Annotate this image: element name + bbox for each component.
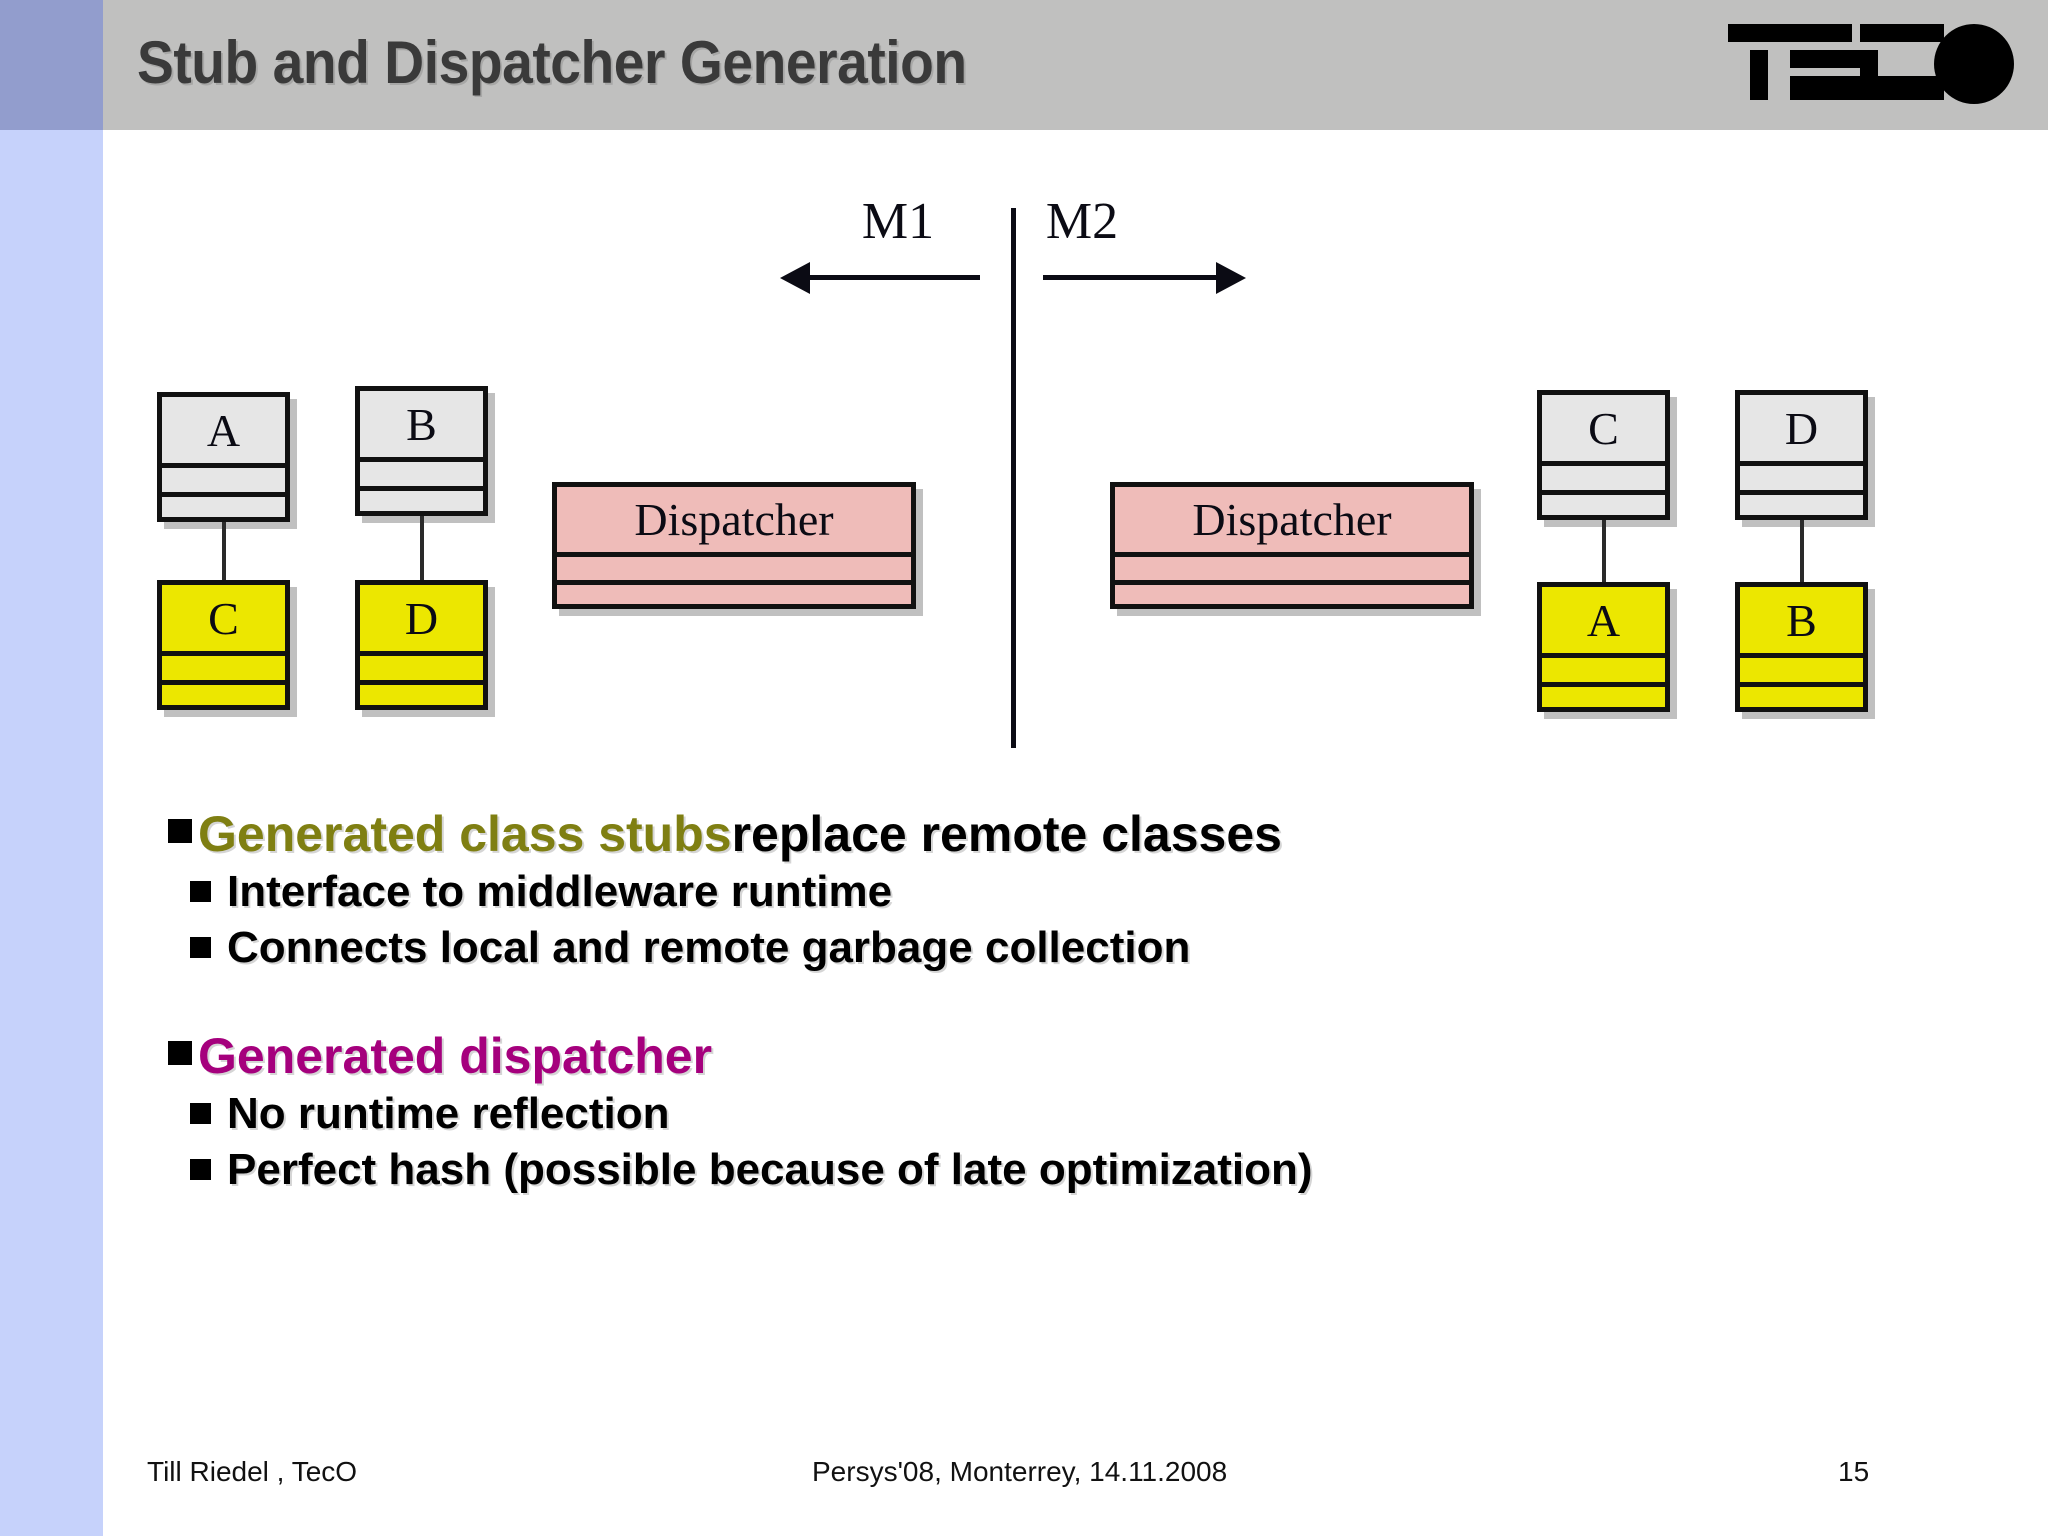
machine-label-m1: M1 bbox=[861, 193, 935, 250]
bullet-item-interface-middleware: Interface to middleware runtime bbox=[190, 867, 1968, 917]
bullet-text: Perfect hash (possible because of late o… bbox=[227, 1145, 1313, 1194]
bullet-item-garbage-collection: Connects local and remote garbage collec… bbox=[190, 923, 1968, 973]
class-operations-compartment bbox=[1740, 682, 1863, 711]
footer-author: Till Riedel , TecO bbox=[147, 1456, 358, 1487]
header-accent-strip bbox=[0, 0, 103, 130]
machine-boundary-line bbox=[1011, 208, 1016, 748]
class-attributes-compartment bbox=[1740, 653, 1863, 682]
class-attributes-compartment bbox=[162, 651, 285, 680]
bullet-accent-text: Generated dispatcher bbox=[198, 1028, 713, 1084]
dispatcher-box-left: Dispatcher bbox=[552, 482, 916, 609]
class-name-c: C bbox=[208, 592, 239, 644]
class-name-d: D bbox=[1784, 402, 1819, 454]
dispatcher-label: Dispatcher bbox=[634, 494, 834, 545]
class-operations-compartment bbox=[1542, 490, 1665, 519]
footer-page-number: 15 bbox=[1838, 1456, 1870, 1487]
class-operations-compartment bbox=[162, 680, 285, 709]
bullet-text: Connects local and remote garbage collec… bbox=[227, 923, 1191, 972]
class-box-right-local-c: C bbox=[1537, 390, 1670, 520]
bullet-item-generated-dispatcher: Generated dispatcher bbox=[168, 1027, 1968, 1085]
bullet-item-generated-class-stubs: Generated class stubs replace remote cla… bbox=[168, 805, 1968, 863]
dispatcher-box-right: Dispatcher bbox=[1110, 482, 1474, 609]
dispatcher-operations-compartment bbox=[557, 580, 911, 608]
bullet-accent-text: Generated class stubs bbox=[198, 806, 732, 862]
bullet-list: Generated class stubs replace remote cla… bbox=[168, 805, 1968, 1201]
connector-b-d bbox=[420, 516, 424, 584]
page-title: Stub and Dispatcher Generation bbox=[137, 29, 967, 96]
left-side-strip bbox=[0, 130, 103, 1536]
bullet-square-icon bbox=[190, 881, 211, 902]
class-name-a: A bbox=[1586, 594, 1621, 646]
class-box-right-stub-b: B bbox=[1735, 582, 1868, 712]
footer-event: Persys'08, Monterrey, 14.11.2008 bbox=[812, 1456, 1228, 1487]
class-attributes-compartment bbox=[1542, 461, 1665, 490]
class-operations-compartment bbox=[360, 486, 483, 515]
dispatcher-operations-compartment bbox=[1115, 580, 1469, 608]
connector-c-a bbox=[1602, 520, 1606, 586]
class-name-b: B bbox=[406, 398, 437, 450]
arrow-left-icon bbox=[806, 275, 980, 280]
dispatcher-label: Dispatcher bbox=[1192, 494, 1392, 545]
class-operations-compartment bbox=[1740, 490, 1863, 519]
connector-d-b bbox=[1800, 520, 1804, 586]
teco-logo-icon bbox=[1728, 24, 2014, 104]
arrow-right-icon bbox=[1043, 275, 1219, 280]
class-box-left-local-b: B bbox=[355, 386, 488, 516]
class-operations-compartment bbox=[1542, 682, 1665, 711]
bullet-item-perfect-hash: Perfect hash (possible because of late o… bbox=[190, 1145, 1968, 1195]
class-box-left-stub-d: D bbox=[355, 580, 488, 710]
bullet-square-icon bbox=[190, 937, 211, 958]
class-attributes-compartment bbox=[1740, 461, 1863, 490]
bullet-text: Interface to middleware runtime bbox=[227, 867, 893, 916]
class-operations-compartment bbox=[360, 680, 483, 709]
class-box-right-stub-a: A bbox=[1537, 582, 1670, 712]
class-attributes-compartment bbox=[360, 651, 483, 680]
arrow-left-head-icon bbox=[780, 262, 810, 294]
slide-footer: Till Riedel , TecO Persys'08, Monterrey,… bbox=[0, 1448, 2048, 1508]
connector-a-c bbox=[222, 522, 226, 586]
class-attributes-compartment bbox=[162, 463, 285, 492]
bullet-square-icon bbox=[190, 1159, 211, 1180]
class-box-right-local-d: D bbox=[1735, 390, 1868, 520]
class-box-left-stub-c: C bbox=[157, 580, 290, 710]
class-name-b: B bbox=[1786, 594, 1817, 646]
arrow-right-head-icon bbox=[1216, 262, 1246, 294]
class-attributes-compartment bbox=[360, 457, 483, 486]
bullet-group-spacer bbox=[168, 979, 1968, 1027]
class-box-left-local-a: A bbox=[157, 392, 290, 522]
bullet-item-no-runtime-reflection: No runtime reflection bbox=[190, 1089, 1968, 1139]
header-bar bbox=[103, 0, 2048, 130]
dispatcher-attributes-compartment bbox=[557, 552, 911, 580]
class-name-c: C bbox=[1588, 402, 1619, 454]
class-attributes-compartment bbox=[1542, 653, 1665, 682]
class-operations-compartment bbox=[162, 492, 285, 521]
dispatcher-attributes-compartment bbox=[1115, 552, 1469, 580]
bullet-rest-text: replace remote classes bbox=[731, 806, 1282, 862]
bullet-text: No runtime reflection bbox=[227, 1089, 670, 1138]
class-name-d: D bbox=[404, 592, 439, 644]
class-name-a: A bbox=[206, 404, 241, 456]
machine-label-m2: M2 bbox=[1045, 193, 1119, 250]
bullet-square-icon bbox=[168, 819, 192, 843]
bullet-square-icon bbox=[190, 1103, 211, 1124]
bullet-square-icon bbox=[168, 1041, 192, 1065]
